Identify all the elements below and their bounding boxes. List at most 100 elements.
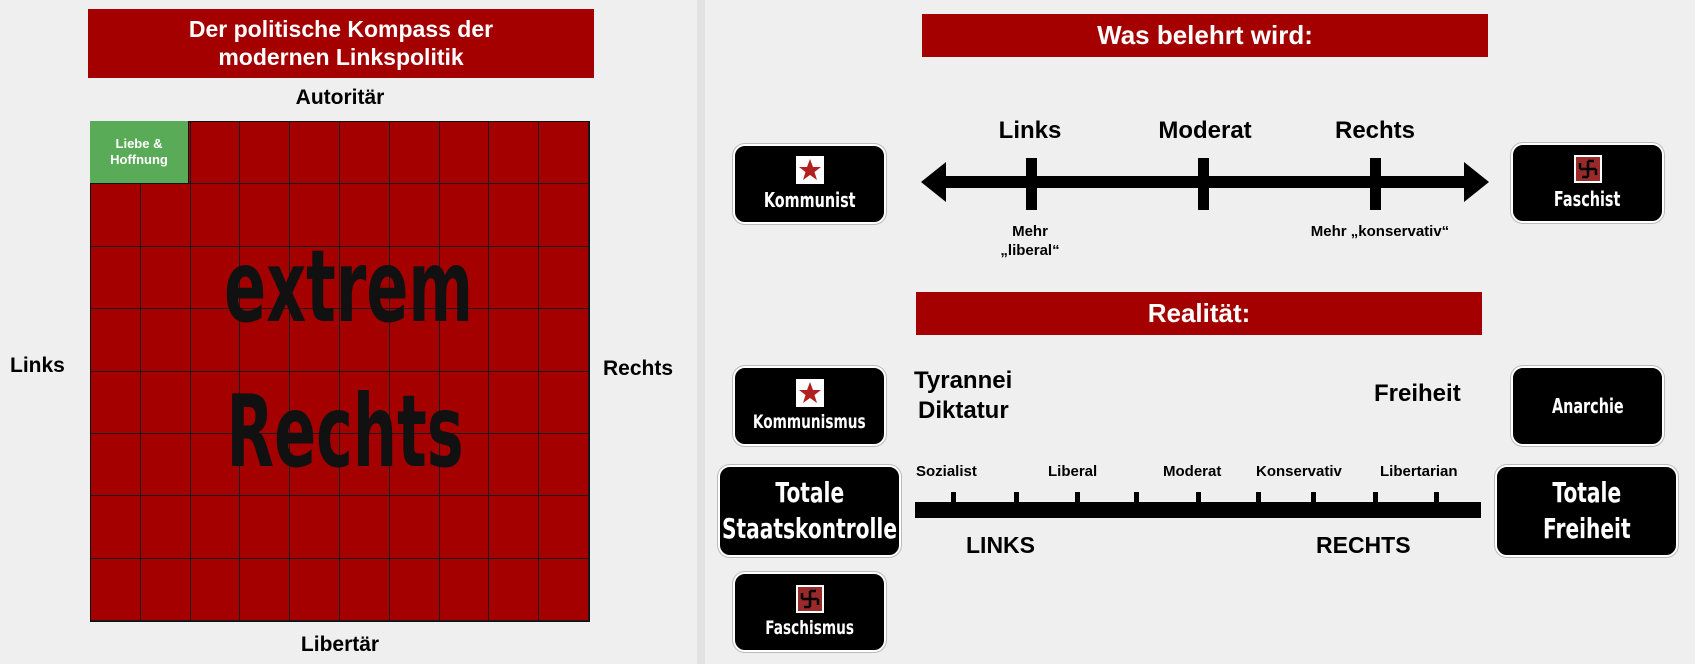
grid-cell [339, 496, 390, 559]
grid-cell [91, 496, 141, 559]
axis-label-right: Rechts [603, 357, 674, 380]
corner-cell-label: Liebe & Hoffnung [110, 136, 168, 167]
grid-cell [439, 246, 490, 310]
taught-label-moderat: Moderat [1158, 117, 1252, 144]
grid-cell [339, 558, 390, 621]
grid-cell [290, 433, 340, 497]
red-star-icon [795, 379, 824, 407]
grid-cell [190, 496, 241, 559]
grid-cell [140, 246, 191, 310]
big-label-extrem: extrem [224, 228, 474, 345]
scale-tick-4 [1134, 492, 1139, 506]
arrow-head-right [1464, 162, 1489, 202]
grid-cell [389, 309, 440, 372]
taught-label-rechts: Rechts [1334, 117, 1416, 144]
axis-label-top: Autoritär [295, 86, 385, 109]
grid-cell [91, 371, 141, 434]
grid-cell [240, 184, 291, 247]
grid-cell [240, 122, 291, 185]
grid-cell [240, 371, 291, 434]
grid-cell [489, 371, 540, 434]
taught-sub-left: Mehr „liberal“ [1000, 223, 1060, 259]
grid-cell [489, 433, 540, 497]
grid-cell [339, 371, 390, 434]
scale-tick-8 [1373, 492, 1378, 506]
grid-cell [339, 246, 390, 310]
grid-cell [539, 122, 589, 185]
box-totale-staatskontrolle-line2: Staatskontrolle [722, 512, 898, 545]
label-diktatur: Diktatur [918, 397, 1009, 424]
scale-tick-6 [1256, 492, 1261, 506]
grid-cell [389, 558, 440, 621]
grid-cell [439, 558, 490, 621]
grid-cell [91, 184, 141, 247]
grid-cell [539, 309, 589, 372]
grid-cell [240, 558, 291, 621]
big-label-rechts: Rechts [226, 373, 464, 490]
grid-cell [290, 184, 340, 247]
grid-cell [190, 184, 241, 247]
box-anarchie-label: Anarchie [1551, 394, 1624, 418]
swastika-icon [1573, 155, 1602, 183]
taught-sub-right: Mehr „konservativ“ [1310, 223, 1450, 240]
box-totale-freiheit-line1: Totale [1552, 476, 1621, 509]
scale-label-moderat: Moderat [1163, 463, 1222, 480]
corner-cell-love-hope: Liebe & Hoffnung [90, 121, 189, 184]
scale-tick-9 [1434, 492, 1439, 506]
grid-cell [439, 309, 490, 372]
grid-cell [240, 309, 291, 372]
taught-label-links: Links [998, 117, 1062, 144]
arrow-shaft [940, 176, 1480, 188]
scale-tick-7 [1311, 492, 1316, 506]
box-totale-staatskontrolle-line1: Totale [775, 476, 844, 509]
scale-label-links: LINKS [966, 532, 1035, 558]
grid-cell [539, 371, 589, 434]
box-faschist-label: Faschist [1554, 187, 1621, 211]
grid-cell [439, 184, 490, 247]
box-faschismus: Faschismus [733, 572, 886, 652]
grid-cell [439, 122, 490, 185]
grid-cell [91, 309, 141, 372]
grid-cell [339, 309, 390, 372]
grid-cell [339, 122, 390, 185]
grid-cell [389, 433, 440, 497]
grid-cell [140, 184, 191, 247]
grid-cell [91, 433, 141, 497]
grid-cell [190, 371, 241, 434]
scale-label-konservativ: Konservativ [1256, 463, 1342, 480]
grid-cell [539, 433, 589, 497]
compass-title-banner: Der politische Kompass der modernen Link… [88, 9, 594, 78]
box-totale-staatskontrolle: Totale Staatskontrolle [718, 465, 901, 557]
grid-cell [290, 496, 340, 559]
arrow-tick-moderat [1198, 158, 1209, 210]
grid-cell [91, 558, 141, 621]
arrow-tick-links [1026, 158, 1037, 210]
grid-cell [190, 309, 241, 372]
grid-cell [339, 433, 390, 497]
grid-cell [389, 122, 440, 185]
scale-label-liberal: Liberal [1048, 463, 1098, 480]
box-faschist: Faschist [1511, 143, 1664, 223]
box-kommunist-label: Kommunist [763, 188, 856, 212]
box-totale-freiheit: Totale Freiheit [1495, 465, 1678, 557]
arrow-tick-rechts [1370, 158, 1381, 210]
scale-tick-2 [1014, 492, 1019, 506]
label-tyrannei: Tyrannei [914, 367, 1013, 394]
grid-cell [190, 433, 241, 497]
grid-cell [489, 246, 540, 310]
grid-cell [240, 433, 291, 497]
grid-cell [140, 309, 191, 372]
taught-title-banner: Was belehrt wird: [922, 14, 1488, 57]
grid-cell [489, 496, 540, 559]
grid-cell [290, 309, 340, 372]
grid-cell [539, 558, 589, 621]
swastika-icon [795, 585, 824, 613]
red-star-icon [795, 156, 824, 184]
axis-label-bottom: Libertär [300, 633, 380, 656]
grid-cell [389, 496, 440, 559]
compass-title-line2: modernen Linkspolitik [218, 44, 464, 70]
grid-cell [140, 558, 191, 621]
scale-label-rechts: RECHTS [1316, 532, 1411, 558]
grid-cell [290, 246, 340, 310]
